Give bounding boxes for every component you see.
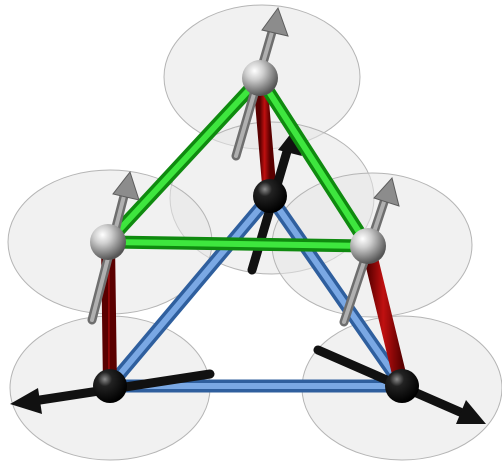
red-bond-right <box>361 239 409 393</box>
atom-layer <box>90 60 419 403</box>
green-bond-layer <box>101 71 375 253</box>
atom-top-gray <box>242 60 278 96</box>
atom-right-gray <box>350 228 386 264</box>
atom-left-gray <box>90 224 126 260</box>
atom-bottom-right-black <box>385 369 419 403</box>
atom-bottom-left-black <box>93 369 127 403</box>
red-bond-top <box>253 71 277 203</box>
atom-center-black <box>253 179 287 213</box>
